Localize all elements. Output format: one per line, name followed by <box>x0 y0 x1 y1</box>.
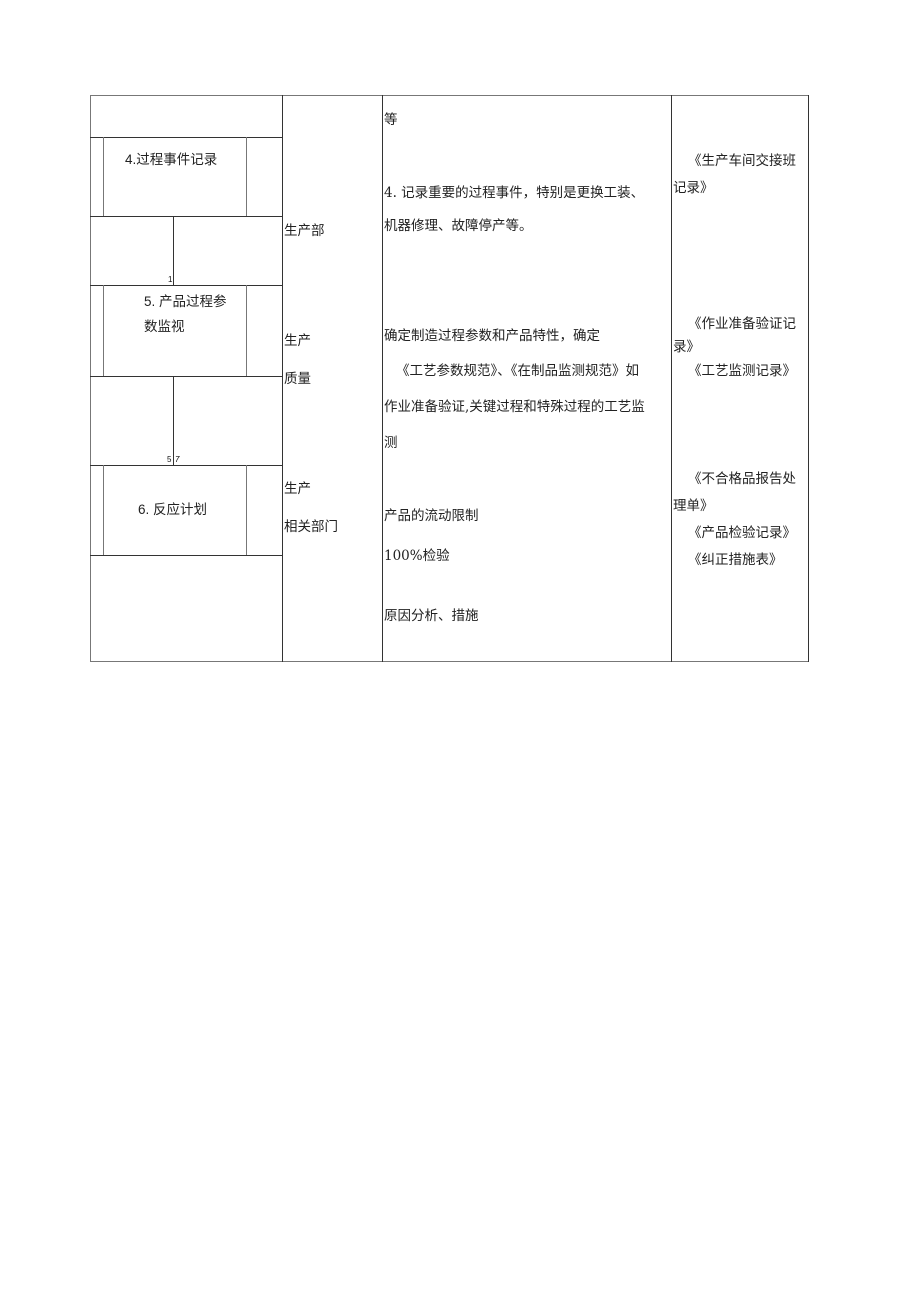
record-2-line1: 《作业准备验证记 <box>688 316 796 332</box>
table-border-left <box>90 95 91 662</box>
step-box-edge <box>246 285 247 376</box>
flow-rule <box>90 376 282 377</box>
step-5-label-line2: 数监视 <box>144 319 185 334</box>
col-sep-2 <box>382 95 383 662</box>
connector-mark: 7 <box>175 455 180 464</box>
desc-item6-line1: 产品的流动限制 <box>384 508 479 524</box>
desc-item5-line4: 测 <box>384 435 398 451</box>
flow-connector <box>173 216 174 285</box>
flow-rule <box>90 285 282 286</box>
desc-item4-line1: 4. 记录重要的过程事件，特别是更换工装、 <box>384 185 645 201</box>
step-box-edge <box>103 285 104 376</box>
step-box-edge <box>103 465 104 555</box>
col-sep-1 <box>282 95 283 662</box>
table-border-right <box>808 95 809 662</box>
desc-top: 等 <box>384 112 398 128</box>
desc-item5-line2: 《工艺参数规范》、《在制品监测规范》如 <box>396 363 639 379</box>
step-6-label: 6. 反应计划 <box>138 502 208 517</box>
record-2-line2: 录》 <box>673 339 700 355</box>
flow-rule <box>90 137 282 138</box>
record-3: 《工艺监测记录》 <box>688 363 796 379</box>
desc-item5-line1: 确定制造过程参数和产品特性，确定 <box>384 328 600 344</box>
record-4-line2: 理单》 <box>673 498 714 514</box>
connector-mark: 5 <box>167 455 172 464</box>
flow-rule <box>90 465 282 466</box>
flow-connector <box>173 376 174 465</box>
connector-mark: 1 <box>168 275 173 284</box>
step-box-edge <box>246 137 247 216</box>
col-sep-3 <box>671 95 672 662</box>
record-1-line2: 记录》 <box>673 180 714 196</box>
step-5-label-line1: 5. 产品过程参 <box>144 294 227 309</box>
desc-item4-line2: 机器修理、故障停产等。 <box>384 218 533 234</box>
table-border-bottom <box>90 661 809 662</box>
dept-row2-line1: 生产 <box>284 333 311 349</box>
record-6: 《纠正措施表》 <box>688 552 783 568</box>
dept-row1: 生产部 <box>284 223 325 239</box>
step-box-edge <box>246 465 247 555</box>
dept-row2-line2: 质量 <box>284 371 311 387</box>
step-box-edge <box>103 137 104 216</box>
process-table: 1 5 7 4.过程事件记录 5. 产品过程参 数监视 6. 反应计划 生产部 … <box>90 95 809 662</box>
dept-row3-line2: 相关部门 <box>284 519 338 535</box>
dept-row3-line1: 生产 <box>284 481 311 497</box>
flow-rule <box>90 555 282 556</box>
record-4-line1: 《不合格品报告处 <box>688 471 796 487</box>
desc-item6-line3: 原因分析、措施 <box>384 608 479 624</box>
step-4-label: 4.过程事件记录 <box>125 152 218 167</box>
desc-item6-line2: 100%检验 <box>384 548 450 564</box>
record-1-line1: 《生产车间交接班 <box>688 153 796 169</box>
flow-rule <box>90 216 282 217</box>
desc-item5-line3: 作业准备验证,关键过程和特殊过程的工艺监 <box>384 399 645 415</box>
record-5: 《产品检验记录》 <box>688 525 796 541</box>
table-border-top <box>90 95 809 96</box>
